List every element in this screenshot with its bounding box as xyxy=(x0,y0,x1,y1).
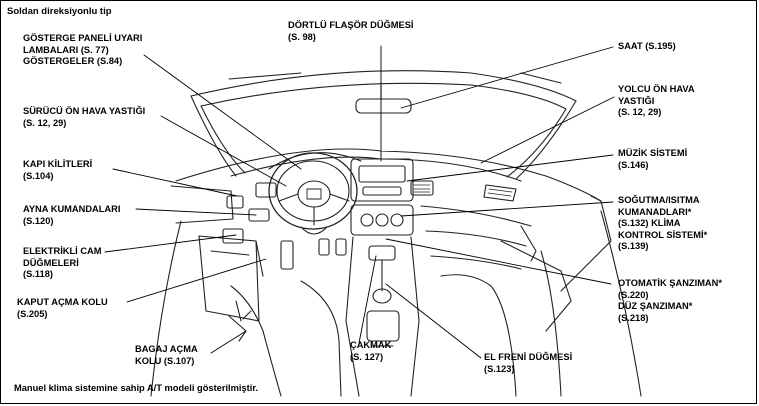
label-line: SÜRÜCÜ ÖN HAVA YASTIĞI xyxy=(23,106,146,116)
label-elektrikli-cam: ELEKTRİKLİ CAM DÜĞMELERİ (S.118) xyxy=(23,246,102,281)
footnote: Manuel klima sistemine sahip A/T modeli … xyxy=(14,383,259,393)
label-line: (S. 98) xyxy=(288,31,316,42)
label-line: (S.139) xyxy=(618,241,649,251)
label-line: (S. 127) xyxy=(350,351,384,362)
label-line: (S.120) xyxy=(23,215,54,226)
label-line: DÜZ ŞANZIMAN* xyxy=(618,301,693,311)
label-line: (S. 12, 29) xyxy=(23,117,67,128)
label-gosterge-paneli: GÖSTERGE PANELİ UYARI LAMBALARI (S. 77) … xyxy=(23,33,142,68)
label-line: KOLU (S.107) xyxy=(135,355,195,366)
page-title: Soldan direksiyonlu tip xyxy=(7,6,112,17)
label-line: (S.220) xyxy=(618,289,649,300)
label-line: LAMBALARI (S. 77) xyxy=(23,44,109,55)
label-line: (S.218) xyxy=(618,312,649,323)
label-dortlu-flasor: DÖRTLÜ FLAŞÖR DÜĞMESİ (S. 98) xyxy=(288,20,414,43)
label-line: (S.118) xyxy=(23,269,53,279)
label-line: GÖSTERGE PANELİ UYARI xyxy=(23,33,143,43)
label-line: YOLCU ÖN HAVA xyxy=(618,84,695,94)
label-line: (S. 12, 29) xyxy=(618,107,662,117)
label-line: KONTROL SİSTEMİ* xyxy=(618,229,708,240)
label-kapi-kilitleri: KAPI KİLİTLERİ (S.104) xyxy=(23,159,92,182)
label-line: ÇAKMAK xyxy=(350,340,392,350)
label-line: OTOMATİK ŞANZIMAN* xyxy=(618,278,722,288)
label-line: EL FRENİ DÜĞMESİ xyxy=(484,352,573,362)
label-line: (S.104) xyxy=(23,170,54,181)
label-line: (S.205) xyxy=(17,308,48,319)
label-sanziman: OTOMATİK ŞANZIMAN* (S.220) DÜZ ŞANZIMAN*… xyxy=(618,278,722,324)
label-bagaj-acma: BAGAJ AÇMA KOLU (S.107) xyxy=(135,344,198,367)
label-line: SAAT (S.195) xyxy=(618,41,676,51)
label-el-freni: EL FRENİ DÜĞMESİ (S.123) xyxy=(484,352,572,375)
label-line: SOĞUTMA/ISITMA xyxy=(618,195,700,205)
label-surucu-hava-yastigi: SÜRÜCÜ ÖN HAVA YASTIĞI (S. 12, 29) xyxy=(23,106,145,129)
label-line: (S.132) KLİMA xyxy=(618,218,681,228)
label-line: AYNA KUMANDALARI xyxy=(23,204,121,214)
label-yolcu-hava-yastigi: YOLCU ÖN HAVA YASTIĞI (S. 12, 29) xyxy=(618,84,695,119)
label-line: (S.123) xyxy=(484,363,515,374)
label-line: DÖRTLÜ FLAŞÖR DÜĞMESİ xyxy=(288,20,414,30)
label-muzik-sistemi: MÜZİK SİSTEMİ (S.146) xyxy=(618,148,687,171)
label-cakmak: ÇAKMAK (S. 127) xyxy=(350,340,391,363)
label-sogutma-isitma: SOĞUTMA/ISITMA KUMANADLARI* (S.132) KLİM… xyxy=(618,195,707,253)
label-line: (S.146) xyxy=(618,159,649,170)
label-line: ELEKTRİKLİ CAM xyxy=(23,246,102,256)
label-line: YASTIĞI xyxy=(618,95,655,106)
label-line: GÖSTERGELER (S.84) xyxy=(23,56,123,66)
label-line: DÜĞMELERİ xyxy=(23,257,79,268)
label-line: BAGAJ AÇMA xyxy=(135,344,198,354)
label-saat: SAAT (S.195) xyxy=(618,41,676,53)
label-kaput-acma: KAPUT AÇMA KOLU (S.205) xyxy=(17,297,108,320)
label-line: KAPUT AÇMA KOLU xyxy=(17,297,108,307)
label-line: KAPI KİLİTLERİ xyxy=(23,159,93,169)
label-line: MÜZİK SİSTEMİ xyxy=(618,148,688,158)
label-line: KUMANADLARI* xyxy=(618,206,692,217)
label-ayna-kumandalari: AYNA KUMANDALARI (S.120) xyxy=(23,204,120,227)
